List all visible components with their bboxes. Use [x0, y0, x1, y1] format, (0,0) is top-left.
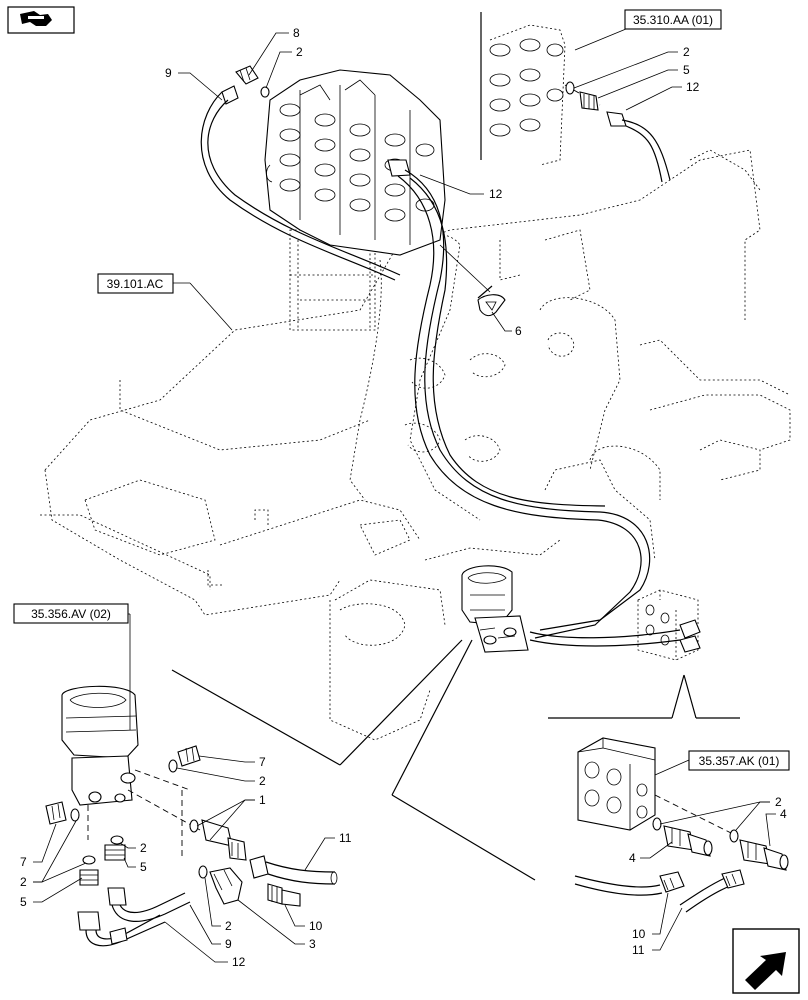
clip-6: [439, 244, 506, 317]
callout-7-right: 7: [259, 755, 266, 769]
callout-2-right: 2: [259, 774, 266, 788]
plug-7-right: [177, 745, 201, 767]
left-detail-pilot-valve: [61, 685, 201, 860]
callout-9-top: 9: [165, 66, 172, 80]
hose-12-main: [387, 159, 681, 647]
callout-5-left: 5: [20, 895, 27, 909]
ref-35-357-ak[interactable]: 35.357.AK (01): [654, 750, 790, 776]
hose-9-lower: [107, 887, 191, 922]
elbow-3: [209, 867, 243, 905]
callout-1: 1: [259, 793, 266, 807]
callout-10-right: 10: [632, 927, 646, 941]
ref-35-357-ak-label: 35.357.AK (01): [699, 754, 780, 768]
callout-7-left: 7: [20, 855, 27, 869]
fitting-1: [201, 819, 247, 861]
rd-hose-11: [679, 869, 745, 913]
callout-12-bottom: 12: [232, 955, 246, 969]
callout-4-left-detail: 4: [629, 851, 636, 865]
callout-10-left: 10: [309, 919, 323, 933]
detail-leaders: [171, 639, 740, 881]
callout-2-left: 2: [20, 875, 27, 889]
fitting-5-mid: [104, 844, 126, 861]
tr-oring-2: [565, 81, 575, 95]
fitting-10-left: [267, 883, 301, 907]
inset-valve-upper-right: [480, 12, 671, 183]
fitting-5-left: [79, 869, 99, 886]
ref-35-356-av-label: 35.356.AV (02): [31, 607, 111, 621]
ref-35-310-aa[interactable]: 35.310.AA (01): [574, 9, 722, 51]
oring-2-mid: [110, 835, 124, 845]
rd-oring-2-right: [729, 829, 739, 843]
control-valve-bank: [264, 69, 446, 256]
oring-2-center: [189, 819, 199, 833]
hose-11-left: [249, 855, 338, 885]
rd-tee-4-left: [663, 825, 713, 857]
callout-5-mid: 5: [140, 860, 147, 874]
plug-7-left: [45, 801, 67, 825]
oring-2-left: [70, 808, 80, 822]
callout-8: 8: [293, 26, 300, 40]
oring-2-bottom: [198, 865, 208, 879]
machine-frame: [40, 149, 791, 741]
callout-9-bottom: 9: [225, 937, 232, 951]
callout-12-tr: 12: [686, 80, 700, 94]
callout-2-bottom: 2: [225, 919, 232, 933]
tr-hose-12: [606, 111, 671, 183]
callout-12-mid: 12: [489, 187, 503, 201]
next-page-arrow-icon[interactable]: [732, 928, 800, 994]
callout-4-right-detail: 4: [780, 807, 787, 821]
rd-oring-2-left: [652, 817, 662, 831]
right-detail-block: [577, 737, 736, 836]
distribution-block-mid: [637, 589, 701, 661]
hose-12-lower: [77, 911, 166, 947]
callout-2-tr: 2: [683, 45, 690, 59]
callout-numbers: 8 2 9 12 6 2 5 12 7 2 1 2 5 11 10 3 2 9 …: [20, 26, 787, 969]
ref-35-356-av[interactable]: 35.356.AV (02): [13, 603, 131, 730]
rd-hose-10: [574, 871, 685, 896]
ref-39-101-ac-label: 39.101.AC: [107, 277, 164, 291]
callout-11-right: 11: [632, 943, 645, 957]
callout-2-right-detail: 2: [775, 795, 782, 809]
tr-fitting-5: [579, 91, 599, 111]
callout-2-top: 2: [296, 45, 303, 59]
rd-tee-4-right: [739, 839, 789, 871]
oring-2-lower-left: [82, 855, 96, 865]
callout-2-mid: 2: [140, 841, 147, 855]
callout-leaders: [33, 32, 776, 963]
ref-39-101-ac[interactable]: 39.101.AC: [97, 273, 233, 331]
hose-9-upper: [200, 65, 401, 281]
callout-11-left: 11: [339, 831, 352, 845]
oring-2-right: [168, 759, 178, 773]
ref-35-310-aa-label: 35.310.AA (01): [633, 13, 713, 27]
callout-3: 3: [309, 937, 316, 951]
callout-6: 6: [515, 324, 522, 338]
callout-5-tr: 5: [683, 63, 690, 77]
pilot-control-block: [461, 565, 529, 653]
book-arrow-icon[interactable]: [7, 6, 75, 34]
